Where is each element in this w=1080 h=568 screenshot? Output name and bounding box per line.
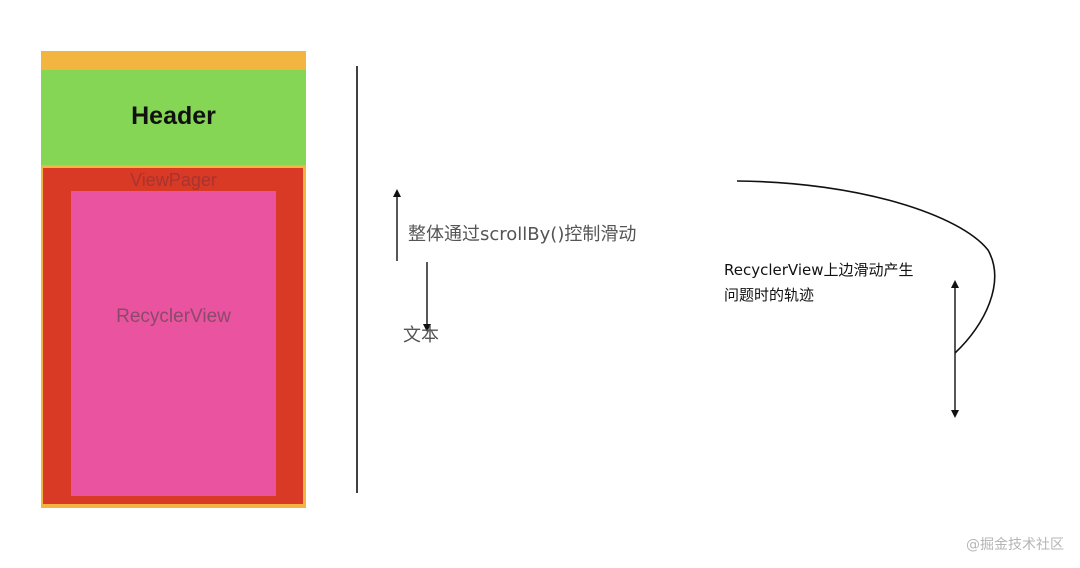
trajectory-label: RecyclerView上边滑动产生 问题时的轨迹 [724, 258, 954, 308]
header-label: Header [131, 102, 216, 130]
recyclerview-label: RecyclerView [116, 306, 231, 327]
trajectory-label-line1: RecyclerView上边滑动产生 [724, 261, 914, 279]
trajectory-label-line2: 问题时的轨迹 [724, 286, 815, 304]
watermark: @掘金技术社区 [966, 537, 1064, 553]
header-block: Header [41, 70, 306, 165]
trajectory-curve [736, 180, 996, 354]
scroll-label: 整体通过scrollBy()控制滑动 [408, 224, 637, 245]
recyclerview-block [71, 191, 276, 496]
text-label: 文本 [403, 325, 439, 346]
viewpager-label: ViewPager [130, 170, 217, 190]
